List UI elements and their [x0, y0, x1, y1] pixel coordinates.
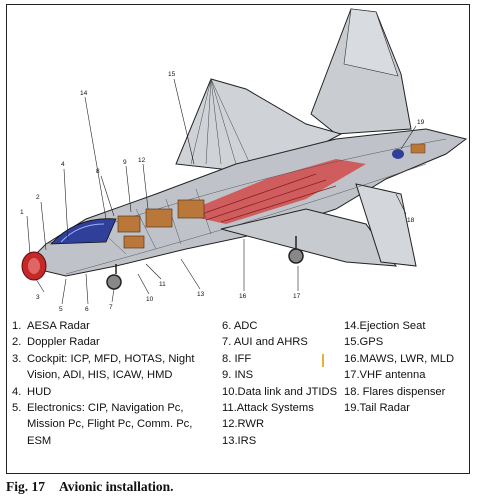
legend-item-11: 11.Attack Systems: [222, 402, 314, 415]
callout-9: 9: [123, 159, 127, 166]
legend-column-3: 14.Ejection Seat 15.GPS 16.MAWS, LWR, ML…: [344, 318, 454, 416]
legend-item-8: 8. IFF: [222, 352, 252, 365]
legend-item-18: 18. Flares dispenser: [344, 385, 446, 398]
callout-1: 1: [20, 209, 24, 216]
caption-label: Fig. 17: [6, 479, 45, 494]
legend-item-5: 5.Electronics: CIP, Navigation Pc,: [12, 402, 184, 415]
callout-18: 18: [407, 217, 415, 224]
legend-item-1: 1.AESA Radar: [12, 320, 90, 332]
caption-text: Avionic installation.: [59, 479, 174, 494]
aircraft-illustration: 1 2 3 4 5 6 7 8 9 10 11 12 13 14 15 16 1…: [20, 8, 468, 313]
callout-7: 7: [109, 304, 113, 311]
legend-item-10: 10.Data link and JTIDS: [222, 385, 338, 398]
callout-3: 3: [36, 294, 40, 301]
callout-10: 10: [146, 296, 154, 303]
callout-2: 2: [36, 194, 40, 201]
legend-item-9: 9. INS: [222, 369, 254, 382]
callout-4: 4: [61, 161, 65, 168]
electronics-box-2: [145, 208, 173, 228]
electronics-box-4: [123, 235, 145, 249]
internal-bay: [181, 159, 366, 224]
legend-item-5-continued: Mission Pc, Flight Pc, Comm. Pc,: [27, 418, 193, 431]
callout-6: 6: [85, 306, 89, 313]
legend-item-3: 3.Cockpit: ICP, MFD, HOTAS, Night: [12, 352, 195, 365]
legend-item-3-continued: Vision, ADI, HIS, ICAW, HMD: [27, 369, 173, 382]
legend-column-1: 1.AESA Radar 2.Doppler Radar 3.Cockpit: …: [12, 318, 194, 449]
callout-14: 14: [80, 90, 88, 97]
electronics-box-3: [177, 199, 205, 219]
callout-11: 11: [159, 281, 166, 288]
legend-column-2: 6. ADC 7. AUI and AHRS 8. IFF 9. INS 10.…: [222, 318, 337, 449]
legend-item-19: 19.Tail Radar: [344, 402, 410, 415]
legend-item-13: 13.IRS: [222, 434, 257, 447]
text-cursor-mark: [322, 354, 324, 367]
legend-item-2: 2.Doppler Radar: [12, 336, 100, 349]
legend-item-7: 7. AUI and AHRS: [222, 336, 308, 349]
callout-15: 15: [168, 71, 176, 78]
legend-item-15: 15.GPS: [344, 336, 384, 349]
legend-item-14: 14.Ejection Seat: [344, 320, 426, 332]
legend-item-12: 12.RWR: [222, 418, 265, 431]
callout-16: 16: [239, 293, 247, 300]
callout-5: 5: [59, 306, 63, 313]
callout-12: 12: [138, 157, 146, 164]
legend-item-16: 16.MAWS, LWR, MLD: [344, 352, 455, 365]
callout-13: 13: [197, 291, 205, 298]
figure-caption: Fig. 17 Avionic installation.: [6, 479, 188, 495]
legend-item-4: 4.HUD: [12, 385, 52, 398]
tail-radar: [392, 149, 404, 159]
legend-item-5-continued-2: ESM: [27, 434, 52, 447]
electronics-box-1: [117, 215, 141, 233]
callout-19: 19: [417, 119, 425, 126]
landing-gear: [106, 236, 304, 290]
legend-item-6: 6. ADC: [222, 320, 258, 332]
flares-dispenser: [410, 143, 426, 154]
canopy: [50, 218, 117, 245]
legend-item-17: 17.VHF antenna: [344, 369, 426, 382]
callout-8: 8: [96, 168, 100, 175]
callout-17: 17: [293, 293, 301, 300]
